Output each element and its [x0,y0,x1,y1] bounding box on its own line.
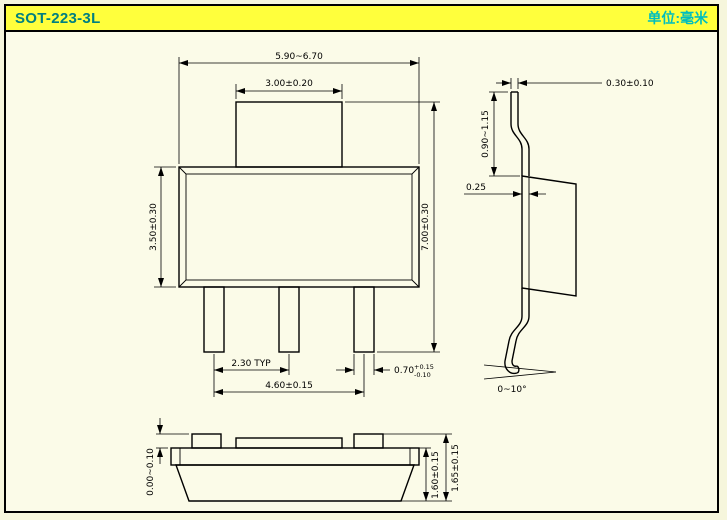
front-pin-2 [278,286,300,353]
dim-tab-lead-length: 0.90~1.15 [481,110,491,158]
front-body [178,166,420,288]
dim-lead-thickness: 0.30±0.10 [606,79,654,89]
dim-body-thickness: 1.60±0.15 [431,451,441,499]
side-pin-lead [504,288,523,375]
dim-standoff: 0.00~0.10 [146,448,156,496]
dim-body-height: 3.50±0.30 [149,203,159,251]
bottom-body-top [170,447,420,466]
dim-total-height: 7.00±0.30 [421,203,431,251]
page-title: SOT-223-3L [15,9,101,27]
dim-pin-width-tol-minus: -0.10 [414,371,431,379]
side-body [521,175,577,297]
side-view [504,91,577,375]
front-tab [235,101,343,168]
dim-total-thickness: 1.65±0.15 [451,444,461,492]
unit-label: 单位:毫米 [647,10,708,26]
front-body-inner [185,173,413,281]
dim-pin-pitch: 2.30 TYP [231,359,271,369]
dim-overall-width: 5.90~6.70 [275,52,323,62]
front-pin-1 [203,286,225,353]
title-bar: SOT-223-3L 单位:毫米 [6,6,717,32]
dim-pin-width: 0.70 [394,366,414,376]
side-tab-lead [510,92,523,176]
dim-lead-gap: 0.25 [466,183,486,193]
dim-pin-width-tol-plus: +0.15 [414,363,434,371]
bottom-tab [235,437,343,449]
front-view-dimensions: 5.90~6.70 3.00±0.20 3.50±0.30 7.00±0.30 [149,52,440,397]
bottom-pin-right [353,433,384,449]
bottom-pin-left [191,433,222,449]
bottom-view-dimensions: 0.00~0.10 1.60±0.15 1.65±0.15 [146,418,461,502]
side-view-dimensions: 0.30±0.10 0.90~1.15 0.25 0~10° [464,78,654,395]
front-pin-3 [353,286,375,353]
package-outline-drawing: 5.90~6.70 3.00±0.20 3.50±0.30 7.00±0.30 [146,52,654,502]
dim-tab-width: 3.00±0.20 [265,79,313,89]
bottom-body [175,464,415,502]
dim-lead-angle: 0~10° [497,385,526,395]
dim-pin-span: 4.60±0.15 [265,381,313,391]
front-view [178,101,420,353]
drawing-frame: SOT-223-3L 单位:毫米 [4,4,719,513]
bottom-view [170,433,420,502]
